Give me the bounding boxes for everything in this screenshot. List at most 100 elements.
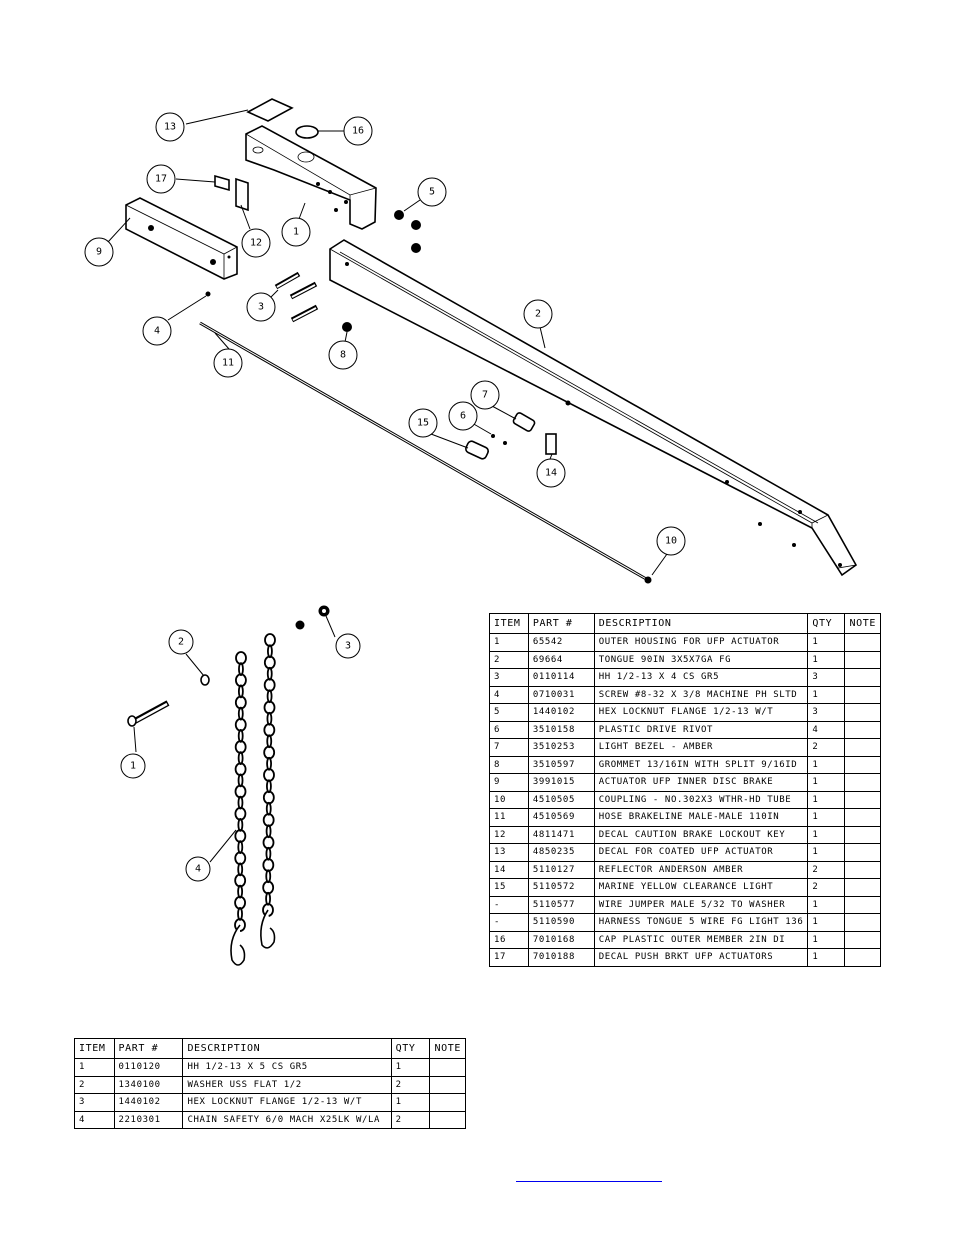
cell-item: 5 xyxy=(489,703,529,722)
cell-qty: 1 xyxy=(807,825,846,844)
cell-qty: 1 xyxy=(390,1058,431,1077)
cell-note xyxy=(844,633,881,652)
callout-11: 11 xyxy=(213,348,243,378)
cell-qty: 1 xyxy=(390,1093,431,1112)
cell-description: MARINE YELLOW CLEARANCE LIGHT xyxy=(593,878,809,897)
cell-qty: 1 xyxy=(807,930,846,949)
cell-qty: 2 xyxy=(390,1075,431,1094)
chain-link xyxy=(263,700,276,715)
svg-text:11: 11 xyxy=(222,358,234,369)
cell-description: HEX LOCKNUT FLANGE 1/2-13 W/T xyxy=(593,703,809,722)
cell-qty: 2 xyxy=(807,878,846,897)
chain-link xyxy=(266,666,273,681)
locknut-5-shapes xyxy=(394,210,421,253)
svg-text:3: 3 xyxy=(345,641,351,652)
cell-item: 1 xyxy=(74,1058,115,1077)
callout-10: 10 xyxy=(656,526,686,556)
cell-qty: 2 xyxy=(807,860,846,879)
decal-12-shape xyxy=(235,177,249,212)
cell-note xyxy=(844,755,881,774)
svg-text:10: 10 xyxy=(665,536,677,547)
cell-description: ACTUATOR UFP INNER DISC BRAKE xyxy=(593,773,809,792)
cell-part: 5110577 xyxy=(527,895,595,914)
col-part: PART # xyxy=(113,1038,184,1059)
cell-item: 13 xyxy=(489,843,529,862)
leader-lines xyxy=(107,109,668,576)
svg-text:3: 3 xyxy=(258,302,264,313)
chain-leader-lines xyxy=(133,615,336,863)
cell-item: 16 xyxy=(489,930,529,949)
cell-item: 10 xyxy=(489,790,529,809)
cell-part: 65542 xyxy=(527,633,595,652)
callout-1: 1 xyxy=(281,217,311,247)
cell-note xyxy=(429,1093,466,1112)
cell-note xyxy=(844,703,881,722)
reflector-14-shape xyxy=(545,433,557,455)
cell-note xyxy=(844,685,881,704)
callout-15: 15 xyxy=(408,408,438,438)
callout-6: 6 xyxy=(448,401,478,431)
chain-link xyxy=(267,644,273,659)
chain-link xyxy=(262,880,275,895)
chain-link xyxy=(266,734,273,749)
callout-8: 8 xyxy=(328,340,358,370)
cell-note xyxy=(844,808,881,827)
callout-13: 13 xyxy=(155,112,185,142)
cap-16-shape xyxy=(295,125,319,139)
cell-item: 9 xyxy=(489,773,529,792)
cell-item: 1 xyxy=(489,633,529,652)
col-item: ITEM xyxy=(74,1038,115,1059)
cell-part: 3510597 xyxy=(527,755,595,774)
cell-description: HEX LOCKNUT FLANGE 1/2-13 W/T xyxy=(182,1093,392,1112)
chain-link xyxy=(234,695,247,710)
cell-qty: 1 xyxy=(807,790,846,809)
chain-link xyxy=(237,862,244,877)
cell-part: 5110127 xyxy=(527,860,595,879)
chain-link xyxy=(262,790,275,805)
cell-item: 15 xyxy=(489,878,529,897)
callout-9: 9 xyxy=(84,237,114,267)
cell-item: 6 xyxy=(489,720,529,739)
chain-link xyxy=(262,835,275,850)
cell-description: DECAL FOR COATED UFP ACTUATOR xyxy=(593,843,809,862)
cell-part: 3991015 xyxy=(527,773,595,792)
cell-item: 2 xyxy=(489,650,529,669)
svg-text:5: 5 xyxy=(429,187,435,198)
chain-link xyxy=(235,673,247,688)
chain-link xyxy=(237,795,244,810)
chain-link xyxy=(263,768,275,782)
chain-callout-4: 4 xyxy=(185,856,211,882)
cell-note xyxy=(844,720,881,739)
chain-link xyxy=(237,728,244,743)
screw-4-shape xyxy=(205,291,211,297)
svg-text:15: 15 xyxy=(417,418,429,429)
cell-part: 4811471 xyxy=(527,825,595,844)
chain-link xyxy=(234,851,247,866)
cell-description: CAP PLASTIC OUTER MEMBER 2IN DI xyxy=(593,930,809,949)
col-qty: QTY xyxy=(390,1038,431,1059)
cell-item: 3 xyxy=(489,668,529,687)
cell-part: 7010188 xyxy=(527,948,595,967)
grommet-8-shape xyxy=(342,322,352,332)
chain-link xyxy=(262,813,275,827)
cell-part: 5110590 xyxy=(527,913,595,932)
chain-link xyxy=(237,773,244,788)
chain-link xyxy=(237,684,244,699)
svg-text:16: 16 xyxy=(352,126,364,137)
callout-5: 5 xyxy=(417,177,447,207)
cell-part: 1340100 xyxy=(113,1075,184,1094)
cell-part: 4510569 xyxy=(527,808,595,827)
cell-note xyxy=(844,948,881,967)
col-note: NOTE xyxy=(844,613,881,634)
hyperlink-underline[interactable] xyxy=(516,1181,662,1182)
cell-item: 7 xyxy=(489,738,529,757)
cell-part: 7010168 xyxy=(527,930,595,949)
